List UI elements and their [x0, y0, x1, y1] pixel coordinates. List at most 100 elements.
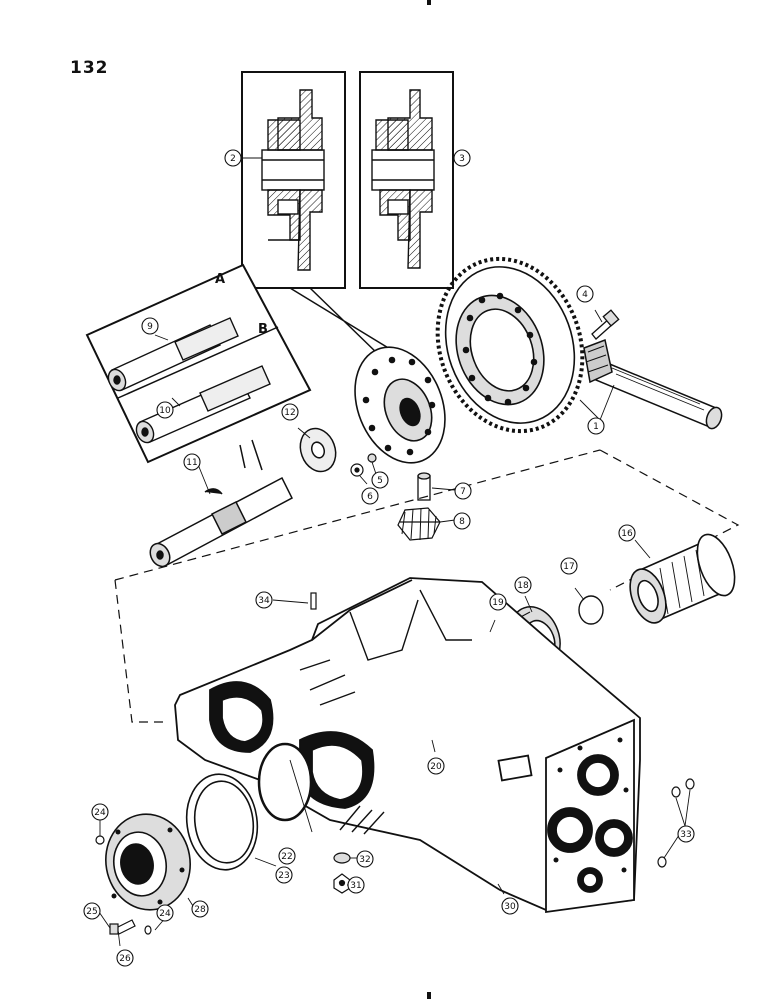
callout-c31: 31 [347, 876, 365, 894]
callout-c23: 23 [275, 866, 293, 884]
callout-label: 19 [492, 598, 504, 608]
callout-c20: 20 [427, 757, 445, 775]
callout-label: 6 [367, 492, 373, 502]
callout-circle [116, 949, 134, 967]
leader-lines [96, 157, 691, 947]
inset-pointer-a-b [239, 439, 263, 471]
pinion-gear-8 [397, 507, 441, 541]
inset-label-b: B [258, 322, 268, 337]
callout-label: 34 [258, 596, 270, 606]
callout-label: 1 [593, 422, 599, 432]
callout-circle [281, 403, 299, 421]
callout-label: 20 [430, 762, 442, 772]
callout-label: 2 [230, 154, 236, 164]
callout-circle [560, 557, 578, 575]
callout-label: 8 [459, 517, 465, 527]
callout-c12: 12 [281, 403, 299, 421]
callout-label: 24 [94, 808, 106, 818]
callout-circle [427, 757, 445, 775]
callout-c8: 8 [453, 512, 471, 530]
gasket-23 [185, 773, 259, 871]
callout-label: 7 [460, 487, 466, 497]
callout-c19: 19 [489, 593, 507, 611]
callout-circle [156, 904, 174, 922]
callout-c17: 17 [560, 557, 578, 575]
callout-label: 23 [278, 871, 289, 881]
callout-circle [278, 847, 296, 865]
callout-c7: 7 [454, 482, 472, 500]
callout-circle [489, 593, 507, 611]
inset-section-3 [359, 71, 454, 289]
nut-6 [350, 463, 364, 477]
callout-c24b: 24 [156, 904, 174, 922]
inset-shafts-a-b [85, 263, 312, 464]
callout-c10: 10 [156, 401, 174, 419]
callout-circle [501, 897, 519, 915]
callout-circle [224, 149, 242, 167]
callout-c3: 3 [453, 149, 471, 167]
callout-label: 24 [159, 909, 171, 919]
callout-label: 3 [459, 154, 465, 164]
callout-c33: 33 [677, 825, 695, 843]
callout-label: 33 [680, 830, 691, 840]
callout-circle [83, 902, 101, 920]
pinion-shaft-11 [149, 476, 293, 568]
callout-c16: 16 [618, 524, 636, 542]
callout-c5: 5 [371, 471, 389, 489]
callout-label: 25 [86, 907, 97, 917]
callout-c34: 34 [255, 591, 273, 609]
callout-label: 28 [194, 905, 206, 915]
inset-section-2 [241, 71, 346, 289]
callout-c4: 4 [576, 285, 594, 303]
bevel-gear-shaft-16 [629, 533, 736, 624]
callout-c28: 28 [191, 900, 209, 918]
callout-label: 11 [186, 458, 197, 468]
callout-circle [255, 591, 273, 609]
callout-c25: 25 [83, 902, 101, 920]
callout-label: 4 [582, 290, 588, 300]
callout-label: 9 [147, 322, 153, 332]
callout-c18: 18 [514, 576, 532, 594]
callout-c24a: 24 [91, 803, 109, 821]
callout-circle [514, 576, 532, 594]
callout-c9: 9 [141, 317, 159, 335]
callout-label: 10 [159, 406, 171, 416]
inset-pointer-2-3 [289, 287, 396, 357]
callout-circle [141, 317, 159, 335]
callout-circle [677, 825, 695, 843]
bolt-4 [591, 309, 620, 340]
callout-label: 16 [621, 529, 633, 539]
lock-5 [367, 453, 377, 463]
callout-c30: 30 [501, 897, 519, 915]
callout-circle [618, 524, 636, 542]
callout-circle [587, 417, 605, 435]
washer-32 [333, 852, 351, 864]
callout-circle [191, 900, 209, 918]
callout-label: 18 [517, 581, 529, 591]
callout-label: 32 [359, 855, 370, 865]
washer-17 [578, 595, 604, 625]
callout-label: 22 [281, 852, 292, 862]
callout-label: 30 [504, 902, 516, 912]
callout-circle [91, 803, 109, 821]
callout-circle [453, 512, 471, 530]
assembly-dashed-outline [114, 449, 740, 723]
callout-c22: 22 [278, 847, 296, 865]
transmission-housing-30 [174, 577, 641, 914]
callout-circle [347, 876, 365, 894]
callout-c26: 26 [116, 949, 134, 967]
o-ring-22 [257, 742, 313, 822]
callout-circle [275, 866, 293, 884]
callout-label: 12 [284, 408, 295, 418]
callout-c11: 11 [183, 453, 201, 471]
callout-circle [156, 401, 174, 419]
registration-mark-top [427, 0, 431, 5]
bolt-25 [109, 919, 136, 935]
callout-circle [183, 453, 201, 471]
registration-mark-bottom [427, 992, 431, 999]
dowel-pin-34 [310, 592, 317, 610]
callout-label: 31 [350, 881, 361, 891]
callout-c32: 32 [356, 850, 374, 868]
